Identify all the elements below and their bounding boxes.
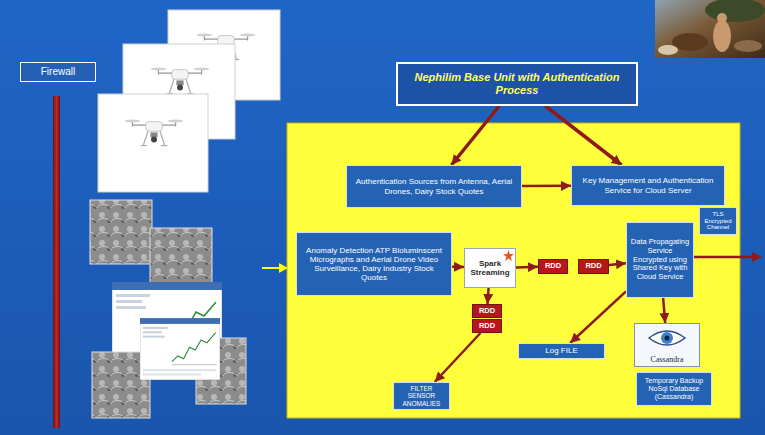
node-text: TLS Encrypted Channel — [702, 211, 734, 232]
flow-arrow — [451, 106, 499, 165]
node-text: Temporary Backup NoSql Database (Cassand… — [640, 377, 708, 401]
firewall-bar — [53, 96, 60, 428]
painting-image — [705, 0, 765, 22]
flow-arrow — [609, 263, 626, 265]
flow-arrow — [522, 185, 571, 188]
spark-star — [503, 250, 514, 261]
cassandra-eye — [665, 336, 670, 341]
drone-photo — [151, 68, 210, 94]
process-box: FILTER SENSOR ANOMALIES — [393, 382, 450, 410]
database-box: Temporary Backup NoSql Database (Cassand… — [636, 372, 712, 406]
painting-image — [717, 13, 727, 23]
painting-image — [658, 45, 678, 55]
node-text: Nephilim Base Unit with Authentication P… — [404, 71, 630, 96]
cassandra-eye — [649, 331, 685, 345]
flow-arrow — [452, 265, 464, 268]
node-text: RDD — [545, 262, 561, 271]
rdd-box: RDD — [578, 259, 609, 274]
cassandra-eye — [661, 332, 673, 344]
input-arrow — [279, 263, 288, 273]
flow-arrow — [487, 288, 488, 304]
stock-screenshot — [140, 318, 220, 380]
drone-photo — [98, 94, 208, 192]
flow-arrow — [435, 333, 481, 382]
spark-star — [503, 250, 514, 261]
micrograph-image — [90, 200, 152, 264]
spark-logo: Spark Streaming — [464, 248, 516, 288]
node-text: Log FILE — [545, 346, 577, 355]
micrograph-image — [90, 200, 152, 264]
rdd-box: RDD — [472, 319, 502, 333]
drone-photo — [125, 120, 184, 146]
output-arrow — [694, 256, 752, 259]
painting-image — [655, 0, 765, 58]
file-box: Log FILE — [518, 343, 605, 359]
rdd-box: RDD — [538, 259, 568, 274]
flow-arrow — [545, 106, 621, 165]
cassandra-logo: Cassandra — [634, 323, 700, 367]
title-box: Nephilim Base Unit with Authentication P… — [396, 62, 638, 106]
node-text: Spark Streaming — [467, 259, 513, 277]
node-text: Cassandra — [651, 355, 684, 364]
node-text: Key Management and Authentication Servic… — [576, 176, 720, 194]
node-text: Authentication Sources from Antenna, Aer… — [351, 177, 517, 195]
cassandra-eye — [647, 326, 687, 350]
drone-photo — [98, 94, 208, 192]
node-text: Anomaly Detection ATP Bioluminscent Micr… — [301, 246, 447, 283]
node-text: Firewall — [41, 66, 75, 78]
firewall-box: Firewall — [20, 62, 96, 82]
painting-image — [713, 20, 731, 52]
flow-arrow — [516, 266, 538, 269]
process-box: Anomaly Detection ATP Bioluminscent Micr… — [296, 232, 452, 296]
node-text: FILTER SENSOR ANOMALIES — [397, 385, 446, 407]
flow-arrow — [570, 291, 626, 343]
output-arrow — [752, 252, 762, 262]
painting-image — [734, 40, 762, 52]
input-arrow — [262, 267, 279, 269]
node-text: RDD — [585, 262, 601, 271]
output-arrow — [694, 252, 762, 262]
process-box: Key Management and Authentication Servic… — [571, 165, 725, 206]
channel-box: TLS Encrypted Channel — [699, 207, 737, 235]
rdd-box: RDD — [472, 304, 502, 318]
process-box: Data Propagating Service Encrypted using… — [626, 222, 694, 298]
node-text: RDD — [479, 322, 495, 331]
node-text: RDD — [479, 307, 495, 316]
process-box: Authentication Sources from Antenna, Aer… — [346, 165, 522, 208]
node-text: Data Propagating Service Encrypted using… — [630, 238, 690, 281]
stock-screenshot — [140, 318, 220, 380]
yellow-panel — [287, 123, 740, 418]
input-arrow — [262, 263, 288, 273]
flow-arrow — [663, 298, 665, 323]
